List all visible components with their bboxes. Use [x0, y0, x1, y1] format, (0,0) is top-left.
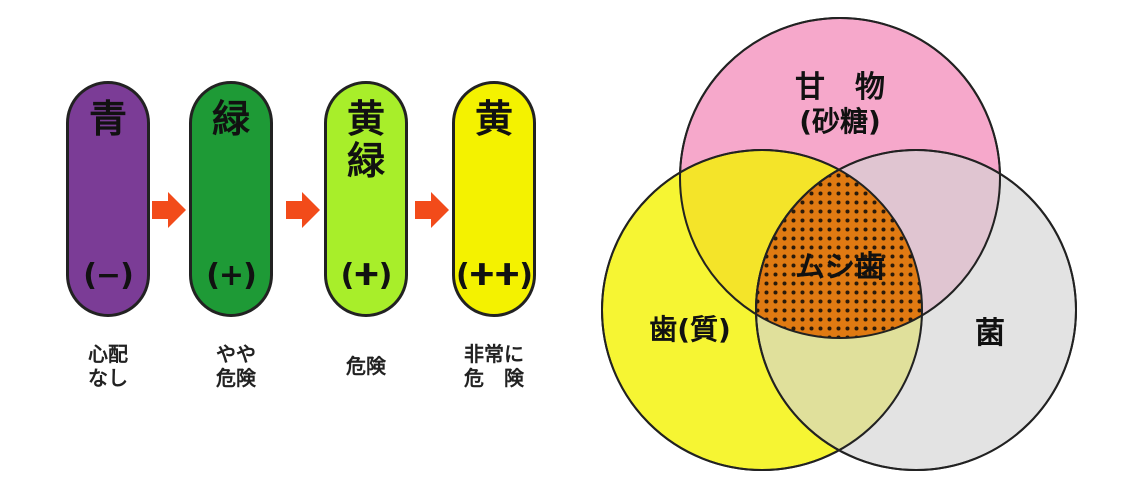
risk-label: やや 危険	[216, 342, 256, 390]
stage-pill-yellow: 黄 (ⵜⵜ)	[452, 81, 536, 317]
risk-label: 非常に 危 険	[464, 342, 524, 390]
venn-diagram	[601, 17, 1077, 471]
stage-grade: (ⵜⵜ)	[455, 258, 533, 293]
caries-label: ムシ歯	[795, 250, 885, 285]
sugar-title: 甘 物	[795, 70, 885, 105]
tooth-label: 歯(質)	[649, 313, 731, 346]
stage-name: 黄 緑	[346, 96, 385, 183]
stage-pill-blue: 青 (−)	[66, 81, 150, 317]
right-arrow-icon	[152, 192, 186, 228]
stage-name: 緑	[211, 96, 250, 141]
right-arrow-icon	[286, 192, 320, 228]
stage-pill-green: 緑 (+)	[189, 81, 273, 317]
risk-label: 心配 なし	[88, 342, 128, 390]
risk-label: 危険	[346, 354, 386, 378]
right-arrow-icon	[415, 192, 449, 228]
stage-name: 黄	[474, 96, 513, 141]
stage-grade: (ⵜ)	[340, 258, 393, 293]
stage-grade: (−)	[83, 258, 134, 293]
stage-pill-yellow-green: 黄 緑 (ⵜ)	[324, 81, 408, 317]
stage-name: 青	[88, 96, 127, 141]
sugar-subtitle: (砂糖)	[799, 105, 881, 138]
stage-grade: (+)	[206, 258, 257, 293]
bacteria-label: 菌	[975, 316, 1005, 351]
